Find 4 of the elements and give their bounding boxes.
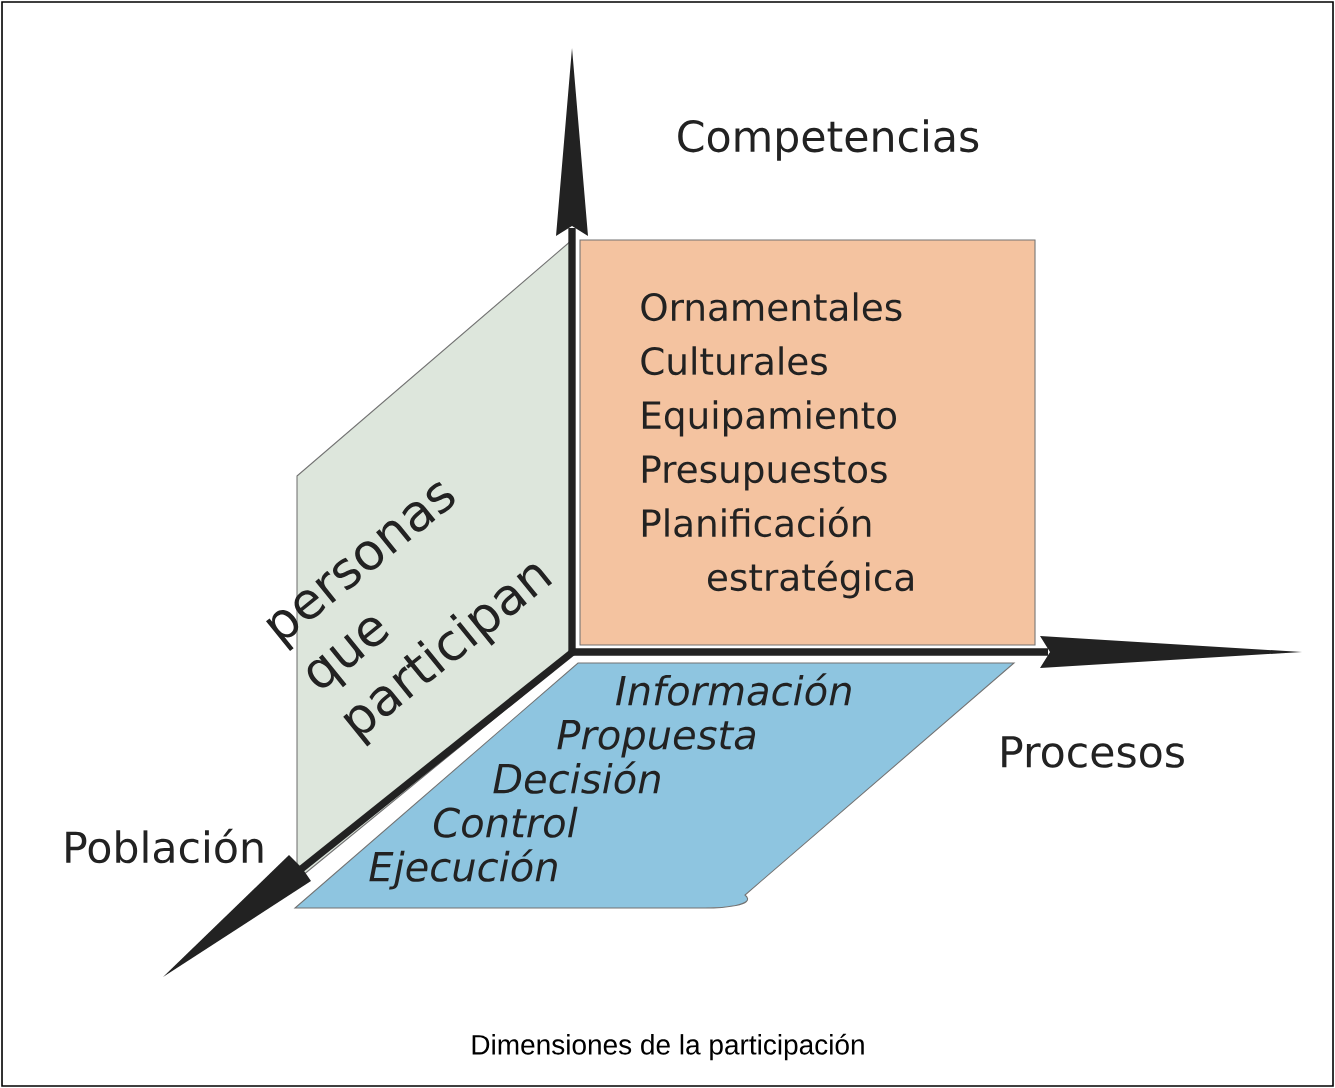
caption: Dimensiones de la participación <box>472 1033 864 1061</box>
axis-label: Población <box>66 828 263 864</box>
wall-panel: Ornamentales Culturales Equipamiento Presupuestos Planificación estratégica <box>579 239 1036 646</box>
axis-label: Competencias <box>678 119 979 161</box>
